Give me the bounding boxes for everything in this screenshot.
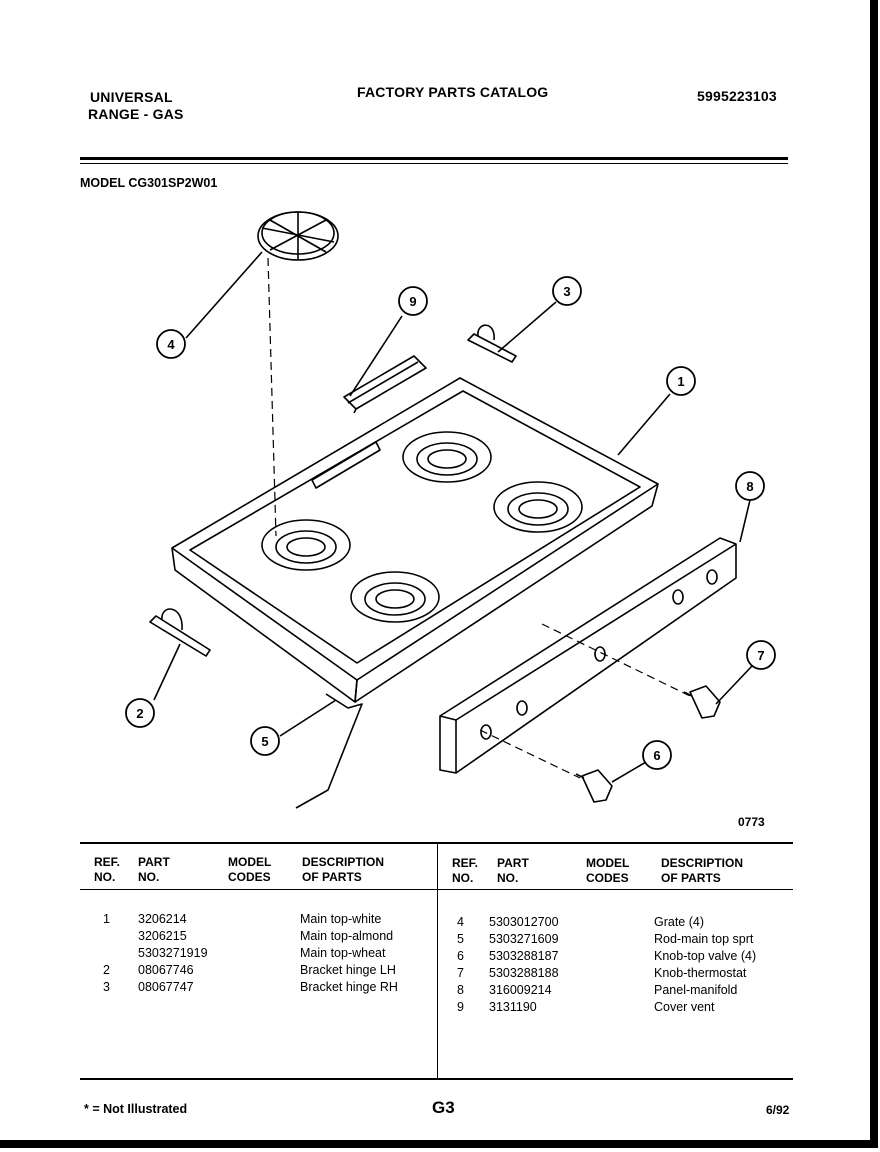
callout-2-label: 2: [136, 706, 143, 721]
table-row: 7 5303288188 Knob-thermostat: [457, 966, 747, 980]
catalog-title: FACTORY PARTS CATALOG: [357, 84, 549, 100]
table-row: 4 5303012700 Grate (4): [457, 915, 705, 929]
callout-4-label: 4: [167, 337, 175, 352]
model-label: MODEL CG301SP2W01: [80, 176, 218, 190]
right-parts-list: 4 5303012700 Grate (4) 5 5303271609 Rod-…: [0, 914, 880, 1016]
table-row: 2 08067746 Bracket hinge LH: [103, 963, 396, 977]
callout-8-label: 8: [746, 479, 753, 494]
table-header-rule: [80, 889, 793, 890]
knob-thermostat-part: [683, 685, 721, 719]
grate-part: [257, 211, 339, 261]
exploded-parts-diagram: 1 2 3 4 5 6 7 8 9: [125, 211, 776, 809]
table-row: 8 316009214 Panel-manifold: [457, 983, 738, 997]
manifold-panel-part: [439, 537, 737, 774]
revision-date: 6/92: [766, 1103, 790, 1117]
callout-4: [156, 329, 186, 359]
callout-7-label: 7: [757, 648, 764, 663]
bracket-hinge-lh-part: [149, 608, 211, 657]
page-number: G3: [432, 1098, 455, 1117]
table-row: 3 08067747 Bracket hinge RH: [103, 980, 398, 994]
table-row: 6 5303288187 Knob-top valve (4): [457, 949, 757, 963]
bracket-hinge-rh-part: [467, 324, 517, 363]
burner-rear-left: [261, 519, 351, 571]
main-top-part: [171, 377, 659, 703]
left-col-ref-header: REF.NO.: [94, 855, 121, 884]
callout-9: [398, 286, 428, 316]
header-rule-bottom: [80, 163, 788, 164]
catalog-number: 5995223103: [697, 88, 777, 104]
callout-8: [735, 471, 765, 501]
callout-3: [552, 276, 582, 306]
callout-6: [642, 740, 672, 770]
table-row: 5303271919 Main top-wheat: [138, 946, 386, 960]
table-rule-bottom: [80, 1078, 793, 1080]
callout-1: [666, 366, 696, 396]
footnote: * = Not Illustrated: [84, 1102, 188, 1116]
cover-vent-part: [343, 355, 427, 414]
brand-label: UNIVERSAL: [90, 89, 173, 105]
burner-rear-right: [402, 431, 492, 483]
callout-6-label: 6: [653, 748, 660, 763]
table-row: 9 3131190 Cover vent: [457, 1000, 715, 1014]
rod-part: [295, 693, 363, 809]
table-divider: [437, 842, 438, 1078]
figure-number: 0773: [738, 815, 765, 829]
callout-1-label: 1: [677, 374, 684, 389]
burner-front-right: [493, 481, 583, 533]
table-row: 1 3206214 Main top-white: [103, 912, 382, 926]
header-rule-top: [80, 157, 788, 160]
callout-7: [746, 640, 776, 670]
right-col-ref-header: REF.NO.: [452, 856, 479, 885]
callout-9-label: 9: [409, 294, 416, 309]
table-row: 5 5303271609 Rod-main top sprt: [457, 932, 754, 946]
knob-top-valve-part: [575, 769, 613, 803]
callout-5-label: 5: [261, 734, 268, 749]
burner-front-left: [350, 571, 440, 623]
left-parts-list: 1 3206214 Main top-white 3206215 Main to…: [0, 911, 437, 996]
callout-5: [250, 726, 280, 756]
table-rule-top: [80, 842, 793, 844]
callout-3-label: 3: [563, 284, 570, 299]
callout-2: [125, 698, 155, 728]
table-row: 3206215 Main top-almond: [138, 929, 394, 943]
product-type-label: RANGE - GAS: [88, 106, 184, 122]
